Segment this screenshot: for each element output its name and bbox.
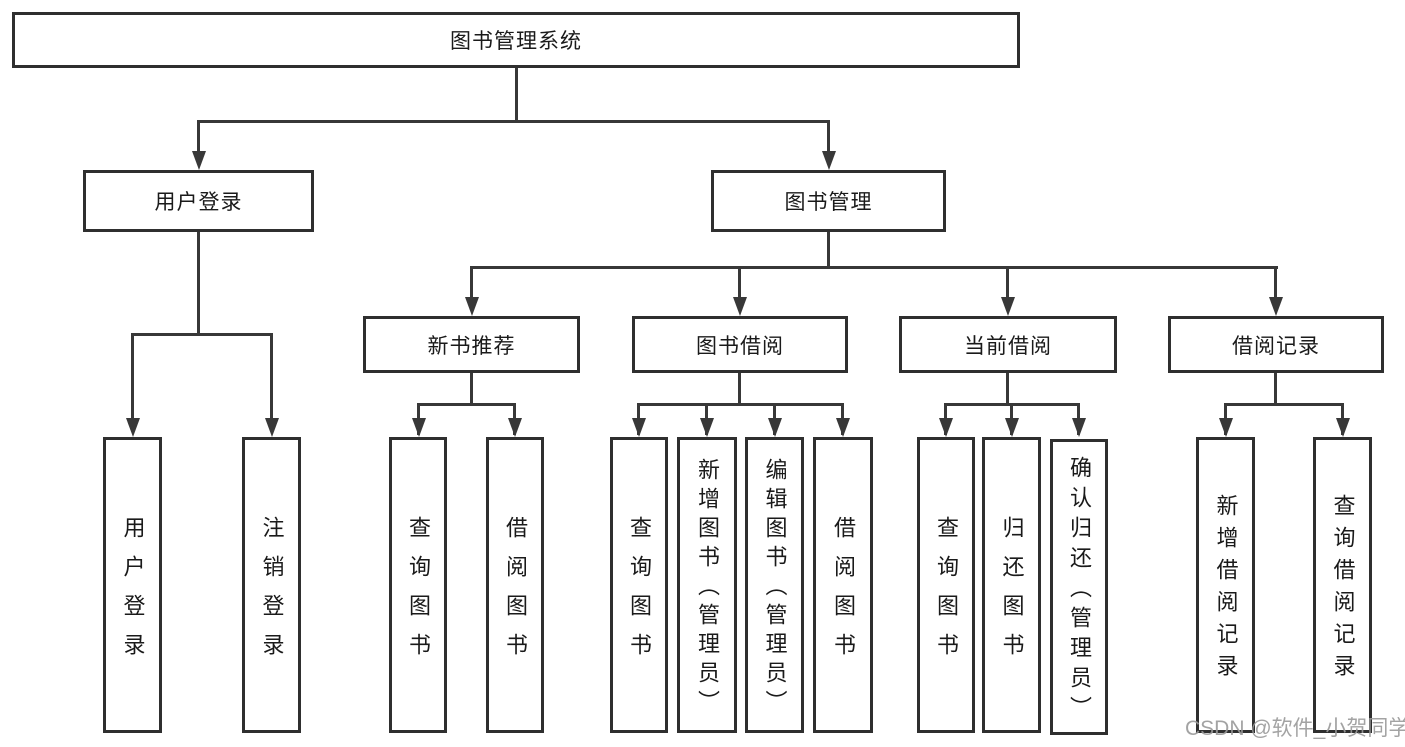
arrow-down-icon [1269, 297, 1283, 316]
connector-line [1006, 266, 1009, 300]
leaf-confirm-return-admin-label: 确认归还（管理员） [1067, 456, 1092, 726]
connector-line [515, 68, 518, 122]
node-book-borrow-label: 图书借阅 [696, 334, 784, 358]
leaf-add-borrow-record-label: 新增借阅记录 [1213, 494, 1239, 686]
node-user-login-label: 用户登录 [154, 191, 243, 214]
connector-line [197, 120, 830, 123]
connector-line [1274, 373, 1277, 405]
arrow-down-icon [700, 418, 714, 437]
leaf-borrow-books-borrow-label: 借阅图书 [831, 515, 856, 672]
leaf-return-books: 归还图书 [982, 437, 1041, 733]
connector-line [827, 232, 830, 269]
connector-line [1006, 373, 1009, 405]
arrow-down-icon [1005, 418, 1019, 437]
node-root-label: 图书管理系统 [450, 30, 582, 53]
connector-line [470, 266, 473, 300]
arrow-down-icon [822, 151, 836, 170]
leaf-query-books-current: 查询图书 [917, 437, 975, 733]
leaf-query-books-current-label: 查询图书 [934, 515, 959, 672]
connector-line [131, 333, 134, 420]
node-user-login: 用户登录 [83, 170, 314, 232]
arrow-down-icon [733, 297, 747, 316]
leaf-user-login-label: 用户登录 [120, 515, 146, 672]
leaf-borrow-books-recommend: 借阅图书 [486, 437, 544, 733]
arrow-down-icon [768, 418, 782, 437]
node-book-management-label: 图书管理 [784, 191, 873, 214]
leaf-query-borrow-record: 查询借阅记录 [1313, 437, 1372, 733]
node-current-borrow: 当前借阅 [899, 316, 1117, 373]
leaf-add-borrow-record: 新增借阅记录 [1196, 437, 1255, 733]
connector-line [1224, 403, 1344, 406]
connector-line [827, 120, 830, 154]
leaf-edit-book-admin-label: 编辑图书（管理员） [762, 458, 788, 719]
leaf-query-books-borrow: 查询图书 [610, 437, 668, 733]
leaf-add-book-admin: 新增图书（管理员） [677, 437, 737, 733]
arrow-down-icon [836, 418, 850, 437]
arrow-down-icon [1001, 297, 1015, 316]
connector-line [738, 373, 741, 405]
leaf-edit-book-admin: 编辑图书（管理员） [745, 437, 804, 733]
arrow-down-icon [412, 418, 426, 437]
leaf-confirm-return-admin: 确认归还（管理员） [1050, 439, 1108, 735]
arrow-down-icon [939, 418, 953, 437]
arrow-down-icon [632, 418, 646, 437]
leaf-borrow-books-recommend-label: 借阅图书 [503, 515, 528, 672]
arrow-down-icon [265, 418, 279, 437]
connector-line [197, 232, 200, 335]
connector-line [470, 266, 1278, 269]
arrow-down-icon [508, 418, 522, 437]
connector-line [131, 333, 273, 336]
leaf-logout: 注销登录 [242, 437, 301, 733]
arrow-down-icon [1219, 418, 1233, 437]
arrow-down-icon [126, 418, 140, 437]
node-book-borrow: 图书借阅 [632, 316, 848, 373]
node-book-management: 图书管理 [711, 170, 946, 232]
node-borrow-records: 借阅记录 [1168, 316, 1384, 373]
node-new-book-recommend-label: 新书推荐 [427, 334, 516, 358]
connector-line [738, 266, 741, 300]
arrow-down-icon [465, 297, 479, 316]
leaf-logout-label: 注销登录 [259, 515, 285, 672]
connector-line [1274, 266, 1277, 300]
node-current-borrow-label: 当前借阅 [964, 334, 1052, 358]
arrow-down-icon [1072, 418, 1086, 437]
leaf-query-borrow-record-label: 查询借阅记录 [1330, 494, 1356, 686]
leaf-query-books-borrow-label: 查询图书 [627, 515, 652, 672]
node-borrow-records-label: 借阅记录 [1232, 334, 1320, 358]
node-new-book-recommend: 新书推荐 [363, 316, 580, 373]
node-root: 图书管理系统 [12, 12, 1020, 68]
watermark: CSDN @软件_小贺同学 [1185, 717, 1405, 740]
leaf-query-books-recommend: 查询图书 [389, 437, 447, 733]
arrow-down-icon [1336, 418, 1350, 437]
leaf-borrow-books-borrow: 借阅图书 [813, 437, 873, 733]
connector-line [197, 120, 200, 154]
connector-line [637, 403, 844, 406]
connector-line [270, 333, 273, 420]
arrow-down-icon [192, 151, 206, 170]
leaf-user-login: 用户登录 [103, 437, 162, 733]
leaf-add-book-admin-label: 新增图书（管理员） [695, 458, 720, 719]
connector-line [417, 403, 516, 406]
connector-line [470, 373, 473, 405]
leaf-query-books-recommend-label: 查询图书 [406, 515, 431, 672]
leaf-return-books-label: 归还图书 [999, 515, 1025, 672]
